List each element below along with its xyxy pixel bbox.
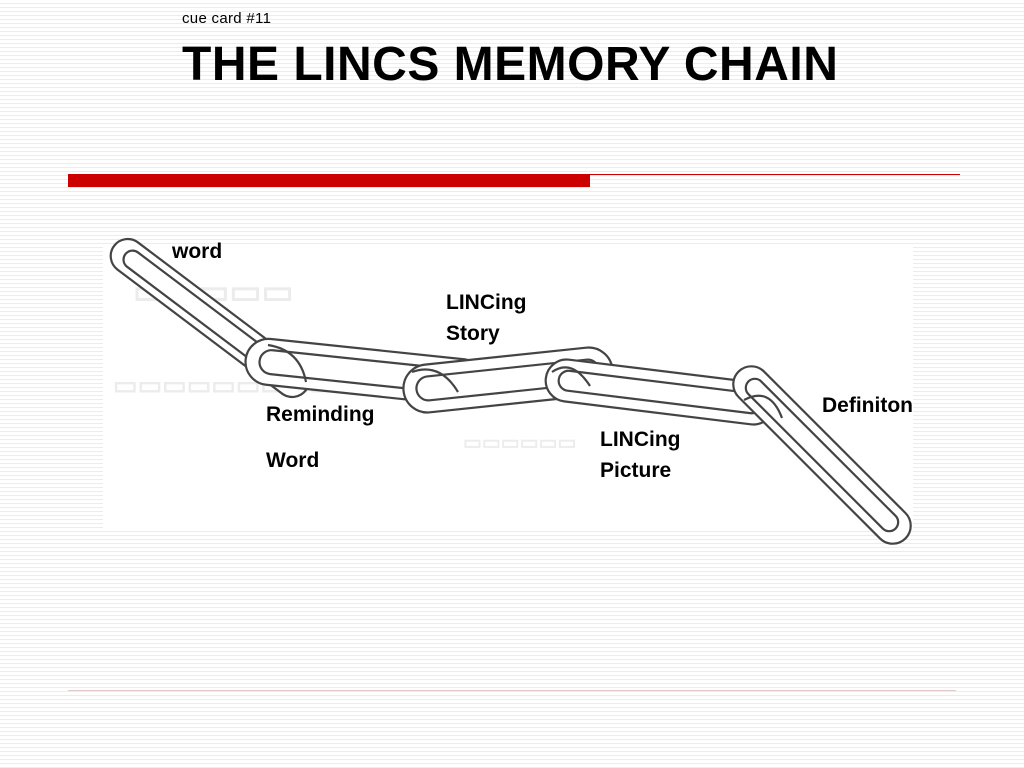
label-lincing-picture-2: Picture — [600, 459, 672, 482]
label-definition: Definiton — [822, 394, 913, 417]
slide-title: THE LINCS MEMORY CHAIN — [182, 38, 839, 91]
chain-overlap-1 — [267, 343, 308, 383]
chain-link-definition — [732, 365, 912, 545]
slide-subtitle: cue card #11 — [182, 10, 272, 27]
chain-overlap-3 — [551, 366, 591, 387]
title-underline-bar — [68, 174, 590, 187]
chain-overlap-4 — [743, 394, 784, 419]
label-lincing-picture-1: LINCing — [600, 428, 681, 451]
label-lincing-story-2: Story — [446, 322, 500, 345]
ghost-scribble-3: ▭▭▭▭▭▭ — [463, 432, 577, 454]
label-reminding-word: Word — [266, 449, 320, 472]
label-word: word — [172, 240, 223, 263]
title-underline-line — [590, 174, 960, 175]
chain-overlap-2 — [411, 368, 459, 393]
footer-line — [68, 690, 956, 691]
label-lincing-story-1: LINCing — [446, 291, 527, 314]
label-reminding: Reminding — [266, 403, 375, 426]
